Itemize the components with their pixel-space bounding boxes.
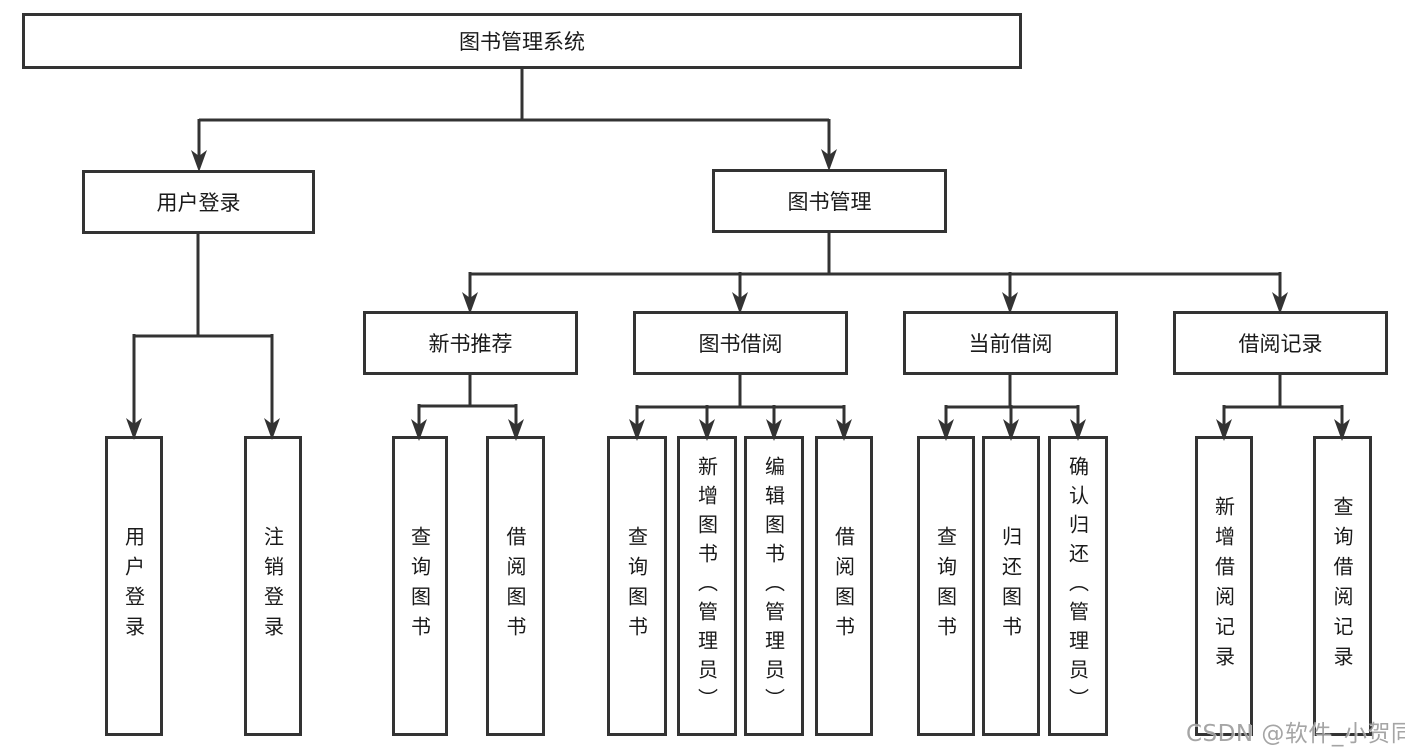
leaf-query-books-recommend: 查询图书 [392,436,448,736]
leaf-query-books-current: 查询图书 [917,436,975,736]
leaf-confirm-return-admin: 确认归还（管理员） [1048,436,1108,736]
leaf-add-books-admin: 新增图书（管理员） [677,436,737,736]
leaf-add-borrow-record: 新增借阅记录 [1195,436,1253,736]
csdn-watermark: CSDN @软件_小贺同学 [1186,721,1405,747]
node-root-library-system: 图书管理系统 [22,13,1022,69]
leaf-query-books-borrowing: 查询图书 [607,436,667,736]
leaf-borrow-books-recommend: 借阅图书 [486,436,545,736]
node-book-management: 图书管理 [712,169,947,233]
leaf-logout: 注销登录 [244,436,302,736]
node-new-book-recommend: 新书推荐 [363,311,578,375]
leaf-query-borrow-record: 查询借阅记录 [1313,436,1372,736]
node-user-login: 用户登录 [82,170,315,234]
node-current-borrowing: 当前借阅 [903,311,1118,375]
leaf-return-books: 归还图书 [982,436,1040,736]
node-book-borrowing: 图书借阅 [633,311,848,375]
leaf-edit-books-admin: 编辑图书（管理员） [744,436,804,736]
leaf-user-login: 用户登录 [105,436,163,736]
leaf-borrow-books-borrowing: 借阅图书 [815,436,873,736]
node-borrowing-records: 借阅记录 [1173,311,1388,375]
